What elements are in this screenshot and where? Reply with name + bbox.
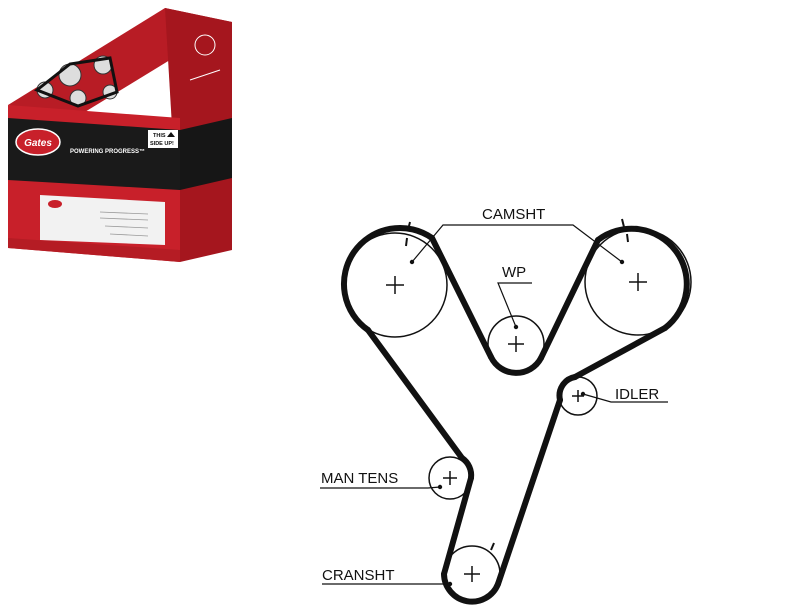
belt-routing-diagram: CAMSHT WP IDLER MAN TENS CRANSHT <box>320 206 692 605</box>
leader-dots <box>409 259 625 587</box>
this-side-up-line2: SIDE UP! <box>150 141 174 147</box>
box-brand-text: Gates <box>24 138 52 149</box>
pulley-center-marks <box>386 273 647 582</box>
box-side-band <box>180 118 232 190</box>
gates-logo: Gates <box>15 128 61 156</box>
label-manual-tensioner: MAN TENS <box>321 470 398 487</box>
product-box-image: Gates POWERING PROGRESS™ THIS SIDE UP! <box>8 8 232 262</box>
this-side-up-line1: THIS <box>153 133 166 139</box>
label-barcode-lines <box>99 211 149 237</box>
label-water-pump: WP <box>502 264 526 281</box>
timing-marks <box>405 218 629 551</box>
timing-belt <box>340 225 690 605</box>
label-leader-lines <box>320 224 668 585</box>
label-camshaft: CAMSHT <box>482 206 545 223</box>
box-top-illustration <box>34 55 119 108</box>
box-slogan-text: POWERING PROGRESS™ <box>70 148 145 155</box>
arrow-up-icon <box>167 132 175 137</box>
box-bottom-strip <box>8 238 180 262</box>
box-product-label <box>40 195 165 245</box>
label-crankshaft: CRANSHT <box>322 567 395 584</box>
label-idler: IDLER <box>615 386 659 403</box>
label-gates-mini-logo <box>48 200 62 208</box>
side-face-logo <box>189 34 221 81</box>
